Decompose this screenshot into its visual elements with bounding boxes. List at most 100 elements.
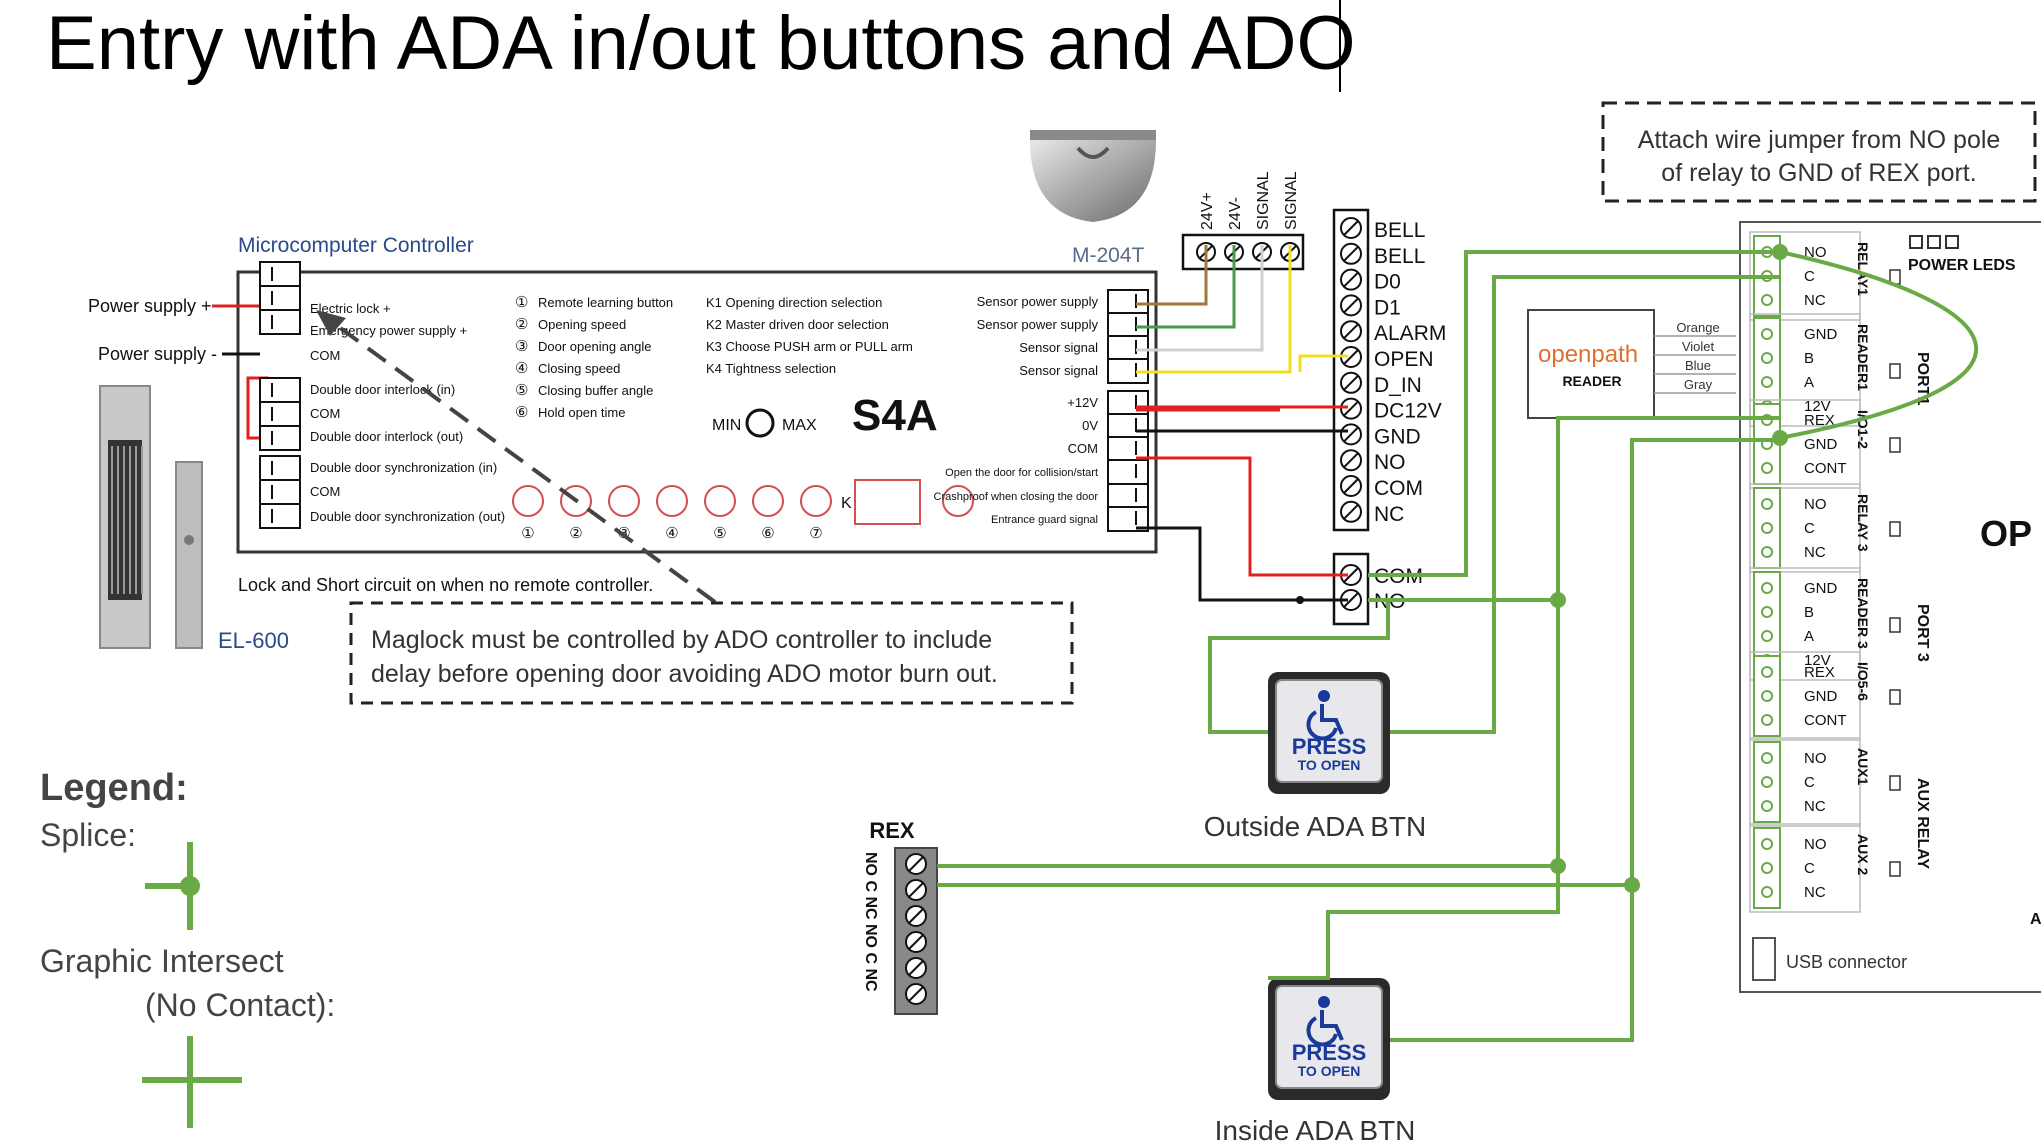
terminal-screw bbox=[1340, 449, 1362, 472]
terminal-screw bbox=[1340, 423, 1362, 446]
controller-right-label: Open the door for collision/start bbox=[945, 467, 1098, 479]
controller-setting-number: ⑥ bbox=[515, 404, 528, 421]
terminal-label: NC bbox=[1374, 503, 1404, 526]
controller-k-label: K1 Opening direction selection bbox=[706, 295, 882, 310]
adjust-knob bbox=[704, 485, 736, 517]
knob-number: ⑥ bbox=[761, 525, 774, 542]
power-leds-label: POWER LEDS bbox=[1908, 257, 2016, 274]
board-led bbox=[1889, 689, 1901, 705]
board-terminal bbox=[1761, 800, 1773, 812]
k-label: K bbox=[841, 495, 852, 512]
sensor-terminal-label: 24V- bbox=[1227, 197, 1244, 230]
board-terminal-label: NO bbox=[1804, 244, 1827, 261]
min-label: MIN bbox=[712, 417, 741, 434]
board-terminal bbox=[1761, 666, 1773, 678]
board-side-label: AUX1 bbox=[1855, 748, 1871, 786]
board-terminal-label: REX bbox=[1804, 412, 1835, 429]
board-led bbox=[1889, 437, 1901, 453]
board-port-outline bbox=[1749, 737, 1861, 827]
board-terminal bbox=[1761, 294, 1773, 306]
board-terminal bbox=[1761, 752, 1773, 764]
controller-setting-number: ② bbox=[515, 316, 528, 333]
controller-right-label: Crashproof when closing the door bbox=[934, 491, 1099, 503]
inside-to-open-text: TO OPEN bbox=[1298, 1063, 1361, 1079]
board-terminal bbox=[1761, 522, 1773, 534]
board-terminal-label: C bbox=[1804, 268, 1815, 285]
controller-setting-label: Hold open time bbox=[538, 405, 625, 420]
rex-screw bbox=[905, 957, 927, 979]
board-terminal-label: NC bbox=[1804, 884, 1826, 901]
board-terminal-label: 12V bbox=[1804, 652, 1831, 669]
controller-left-label: COM bbox=[310, 348, 340, 363]
outside-button-label: Outside ADA BTN bbox=[1204, 811, 1427, 842]
board-terminal-label: C bbox=[1804, 520, 1815, 537]
inside-ada-button: PRESS TO OPEN Inside ADA BTN bbox=[1215, 978, 1415, 1146]
board-terminal bbox=[1761, 606, 1773, 618]
controller-left-label: COM bbox=[310, 484, 340, 499]
controller-setting-label: Remote learning button bbox=[538, 295, 673, 310]
controller-left-label: Double door synchronization (in) bbox=[310, 460, 497, 475]
board-terminal bbox=[1761, 862, 1773, 874]
terminal-screw bbox=[1340, 475, 1362, 497]
terminal-screw bbox=[1340, 371, 1362, 394]
knob-number: ② bbox=[569, 525, 582, 542]
splice-points bbox=[1550, 244, 1788, 893]
board-terminal-strip bbox=[1753, 655, 1781, 737]
board-terminal-label: A bbox=[1804, 374, 1814, 391]
controller-right-terminal bbox=[1107, 413, 1149, 439]
terminal-label: OPEN bbox=[1374, 348, 1434, 371]
terminal-screw bbox=[1340, 242, 1362, 265]
board-terminal-label: NC bbox=[1804, 292, 1826, 309]
adjust-knob bbox=[752, 485, 784, 517]
terminal-screw bbox=[1340, 217, 1362, 239]
reader-wire-label: Violet bbox=[1682, 339, 1715, 354]
terminal-screw bbox=[1340, 320, 1362, 343]
controller-right-label: Sensor signal bbox=[1019, 363, 1098, 378]
knob-number: ⑦ bbox=[809, 525, 822, 542]
controller-right-terminal bbox=[1107, 459, 1149, 485]
board-terminal-label: C bbox=[1804, 774, 1815, 791]
controller-setting-number: ③ bbox=[515, 338, 528, 355]
board-terminal-strip bbox=[1753, 487, 1781, 569]
board-terminal-label: GND bbox=[1804, 326, 1838, 343]
legend: Legend: Splice: Graphic Intersect (No Co… bbox=[40, 767, 335, 1128]
board-terminal bbox=[1761, 328, 1773, 340]
board-port-outline bbox=[1749, 313, 1861, 427]
page-title: Entry with ADA in/out buttons and ADO bbox=[46, 1, 1356, 86]
board-terminal-strip bbox=[1753, 827, 1781, 909]
controller-left-terminal bbox=[259, 455, 301, 481]
knob-number: ④ bbox=[665, 525, 678, 542]
controller-right-terminal bbox=[1107, 483, 1149, 509]
terminal-label: BELL bbox=[1374, 245, 1425, 268]
board-led bbox=[1889, 775, 1901, 791]
reader-wire-label: Gray bbox=[1684, 377, 1713, 392]
board-terminal bbox=[1761, 352, 1773, 364]
terminal-label: D0 bbox=[1374, 271, 1401, 294]
board-terminal bbox=[1761, 714, 1773, 726]
openpath-brand-partial: OP bbox=[1980, 513, 2032, 554]
maglock-note-line1: Maglock must be controlled by ADO contro… bbox=[371, 626, 992, 654]
board-side-label: READER 3 bbox=[1855, 578, 1871, 649]
knob-number: ⑤ bbox=[713, 525, 726, 542]
controller-right-terminal bbox=[1107, 335, 1149, 361]
controller-right-label: Sensor signal bbox=[1019, 340, 1098, 355]
board-side-label: AUX 2 bbox=[1855, 834, 1871, 875]
legend-intersect-label1: Graphic Intersect bbox=[40, 943, 284, 979]
relay-screw bbox=[1340, 589, 1362, 611]
maglock-model: EL-600 bbox=[218, 628, 289, 653]
adjust-knob bbox=[656, 485, 688, 517]
board-side-label: RELAY 3 bbox=[1855, 494, 1871, 552]
board-terminal-label: REX bbox=[1804, 664, 1835, 681]
terminal-label: ALARM bbox=[1374, 322, 1446, 345]
board-corner-partial: A bbox=[2030, 911, 2041, 928]
controller-setting-label: Door opening angle bbox=[538, 339, 651, 354]
controller-right-terminal bbox=[1107, 289, 1149, 315]
terminal-screw bbox=[1340, 397, 1362, 420]
board-terminal-label: NO bbox=[1804, 750, 1827, 767]
jumper-note: Attach wire jumper from NO pole of relay… bbox=[1601, 101, 2037, 203]
inside-press-text: PRESS bbox=[1292, 1040, 1367, 1065]
